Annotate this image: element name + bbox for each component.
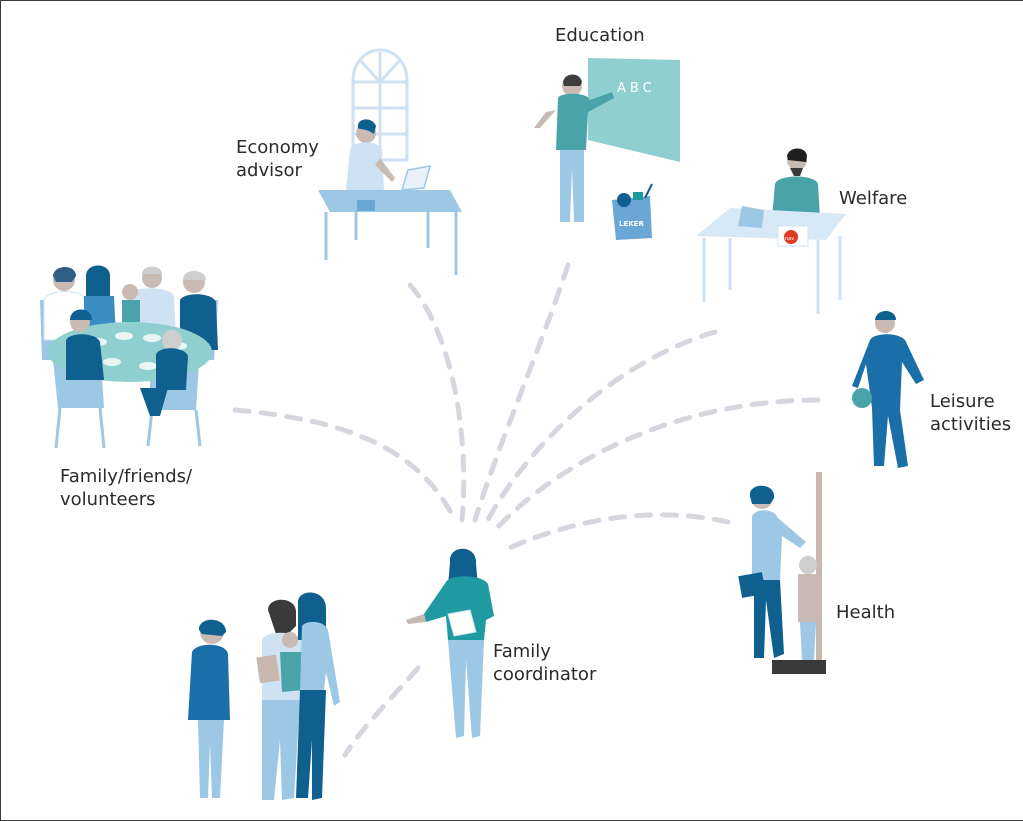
mother [296, 592, 340, 800]
welfare-person [772, 148, 820, 218]
economy-label-line1: Economy [236, 137, 319, 158]
welfare-desk [696, 208, 846, 240]
calculator-icon [357, 200, 375, 211]
welfare-laptop [738, 206, 764, 228]
family-coordinator-label: Family coordinator [493, 640, 596, 686]
connector-lines [232, 262, 821, 758]
connector-family-friends [232, 407, 458, 523]
family-friends-label-line2: volunteers [60, 489, 156, 510]
toy-box: LEKER [612, 183, 653, 240]
family-coordinator-illustration [406, 548, 494, 738]
coordinator-jacket [424, 576, 494, 640]
leisure-label-line2: activities [930, 414, 1012, 435]
arched-window [351, 48, 409, 162]
advisor-person [346, 119, 395, 190]
education-label-text: Education [555, 25, 645, 46]
economy-desk [318, 190, 462, 212]
connector-health [502, 512, 731, 553]
connector-leisure [492, 397, 821, 533]
blackboard-text: ABC [617, 81, 656, 96]
family-friends-label: Family/friends/ volunteers [60, 465, 192, 511]
leisure-activities-label: Leisure activities [930, 390, 1011, 436]
family-friends-illustration [40, 265, 218, 449]
connector-education [472, 262, 571, 523]
family-group-illustration [188, 592, 340, 800]
health-label: Health [836, 601, 895, 624]
education-illustration: ABC LEKER [534, 58, 680, 240]
blackboard [588, 58, 680, 162]
scale-base [772, 660, 826, 674]
economy-advisor-illustration [318, 48, 462, 275]
people-front [66, 309, 188, 416]
ball-icon [852, 388, 872, 408]
health-worker [738, 485, 806, 658]
clipboard-icon [738, 572, 766, 598]
welfare-illustration: nav [696, 148, 846, 314]
health-illustration [738, 472, 826, 674]
height-ruler [816, 472, 822, 672]
connector-family [342, 665, 421, 758]
teacher-person [534, 74, 614, 222]
leisure-illustration [852, 311, 924, 468]
leisure-tracksuit [852, 334, 924, 468]
economy-advisor-label: Economy advisor [236, 136, 319, 182]
welfare-label-text: Welfare [839, 188, 908, 209]
welfare-badge-text: nav [785, 236, 794, 242]
teen-boy [188, 619, 230, 798]
connector-economy [407, 282, 467, 523]
welfare-label: Welfare [839, 187, 907, 210]
coordinator-label-line1: Family [493, 641, 551, 662]
economy-label-line2: advisor [236, 160, 302, 181]
child-patient [798, 556, 818, 660]
toy-box-text: LEKER [619, 220, 644, 228]
health-label-text: Health [836, 602, 896, 623]
coordinator-label-line2: coordinator [493, 664, 597, 685]
father-with-baby [256, 599, 304, 800]
coordinator-paper [447, 609, 477, 637]
family-friends-label-line1: Family/friends/ [60, 466, 193, 487]
leisure-label-line1: Leisure [930, 391, 995, 412]
laptop-icon [400, 165, 432, 191]
education-label: Education [555, 24, 645, 47]
connector-welfare [482, 329, 718, 528]
